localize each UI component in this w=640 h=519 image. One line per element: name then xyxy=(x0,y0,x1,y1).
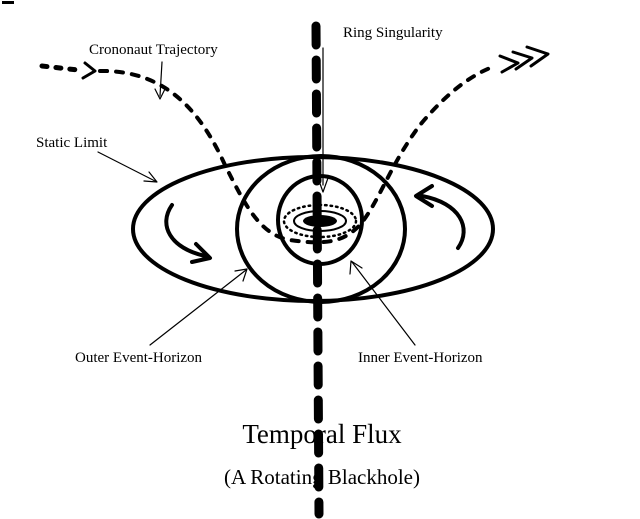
trajectory-exit-chevron-1-icon xyxy=(498,54,520,74)
inner-horizon-leader xyxy=(351,261,416,346)
inner-event-horizon-circle xyxy=(276,174,364,266)
left-rotation-arrowhead-icon xyxy=(190,242,212,264)
outer-horizon-leader-arrow-icon xyxy=(234,268,248,282)
ring-singularity-dotted-ring xyxy=(282,203,358,239)
outer-horizon-leader xyxy=(149,269,247,346)
trajectory-incoming-segment xyxy=(39,63,81,73)
trajectory-exit-chevron-3-icon xyxy=(525,45,550,68)
diagram-title: Temporal Flux xyxy=(242,419,402,449)
right-rotation-arrowhead-icon xyxy=(414,184,434,208)
ring-singularity-outline xyxy=(293,210,347,232)
ring-singularity-label: Ring Singularity xyxy=(343,25,443,41)
trajectory-path xyxy=(98,64,497,245)
static-limit-leader-arrow-icon xyxy=(143,171,158,183)
crononaut-trajectory-label: Crononaut Trajectory xyxy=(89,42,218,58)
diagram-subtitle: (A Rotating Blackhole) xyxy=(224,465,420,489)
left-rotation-arrow xyxy=(164,203,207,258)
outer-event-horizon-label: Outer Event-Horizon xyxy=(75,350,203,366)
trajectory-exit-chevron-2-icon xyxy=(511,50,534,71)
trajectory-leader-arrow-icon xyxy=(154,88,166,100)
static-limit-leader xyxy=(97,151,156,182)
inner-event-horizon-label: Inner Event-Horizon xyxy=(358,350,483,366)
outer-event-horizon-circle xyxy=(235,154,407,304)
static-limit-label: Static Limit xyxy=(36,135,108,151)
rotation-axis xyxy=(311,21,324,519)
ring-singularity-core xyxy=(303,215,337,227)
trajectory-leader xyxy=(159,61,163,97)
corner-mark xyxy=(2,1,14,4)
right-rotation-arrow xyxy=(420,194,466,250)
trajectory-arrowhead-icon xyxy=(81,61,97,80)
inner-horizon-leader-arrow-icon xyxy=(349,260,363,275)
ring-singularity-leader-arrow-icon xyxy=(317,177,329,193)
